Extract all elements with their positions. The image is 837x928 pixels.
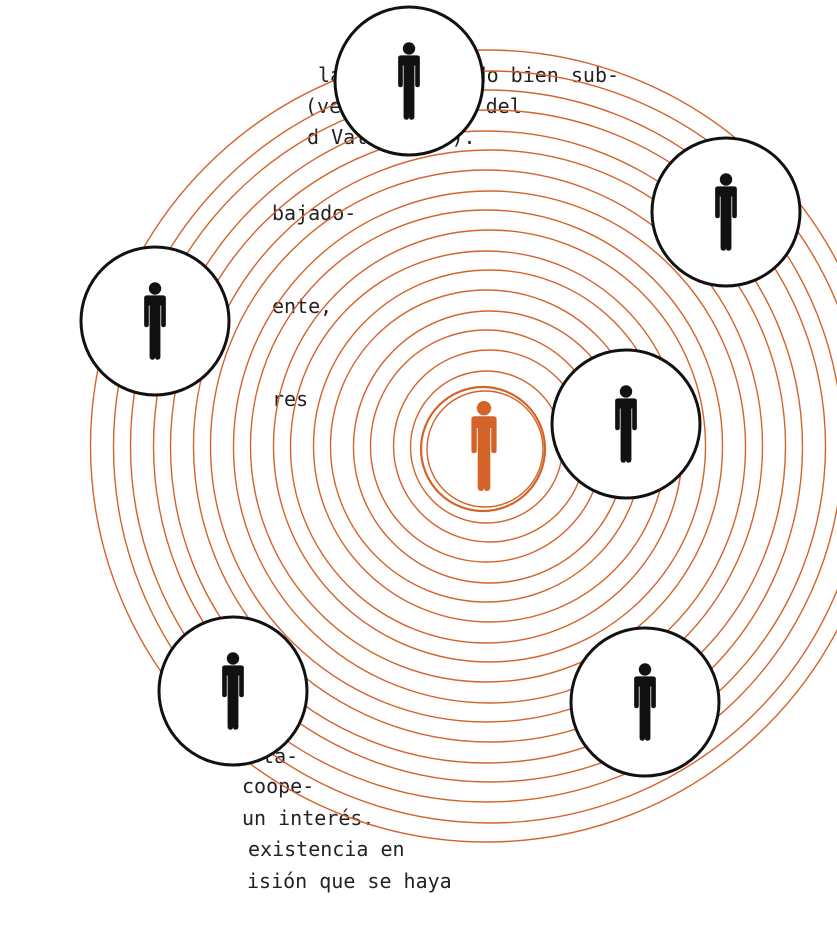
- concentric-rings-illustration: [0, 0, 837, 867]
- text-line: isión que se haya: [247, 866, 452, 897]
- outer-persons-group: [81, 7, 800, 776]
- center-person-group: [421, 387, 545, 511]
